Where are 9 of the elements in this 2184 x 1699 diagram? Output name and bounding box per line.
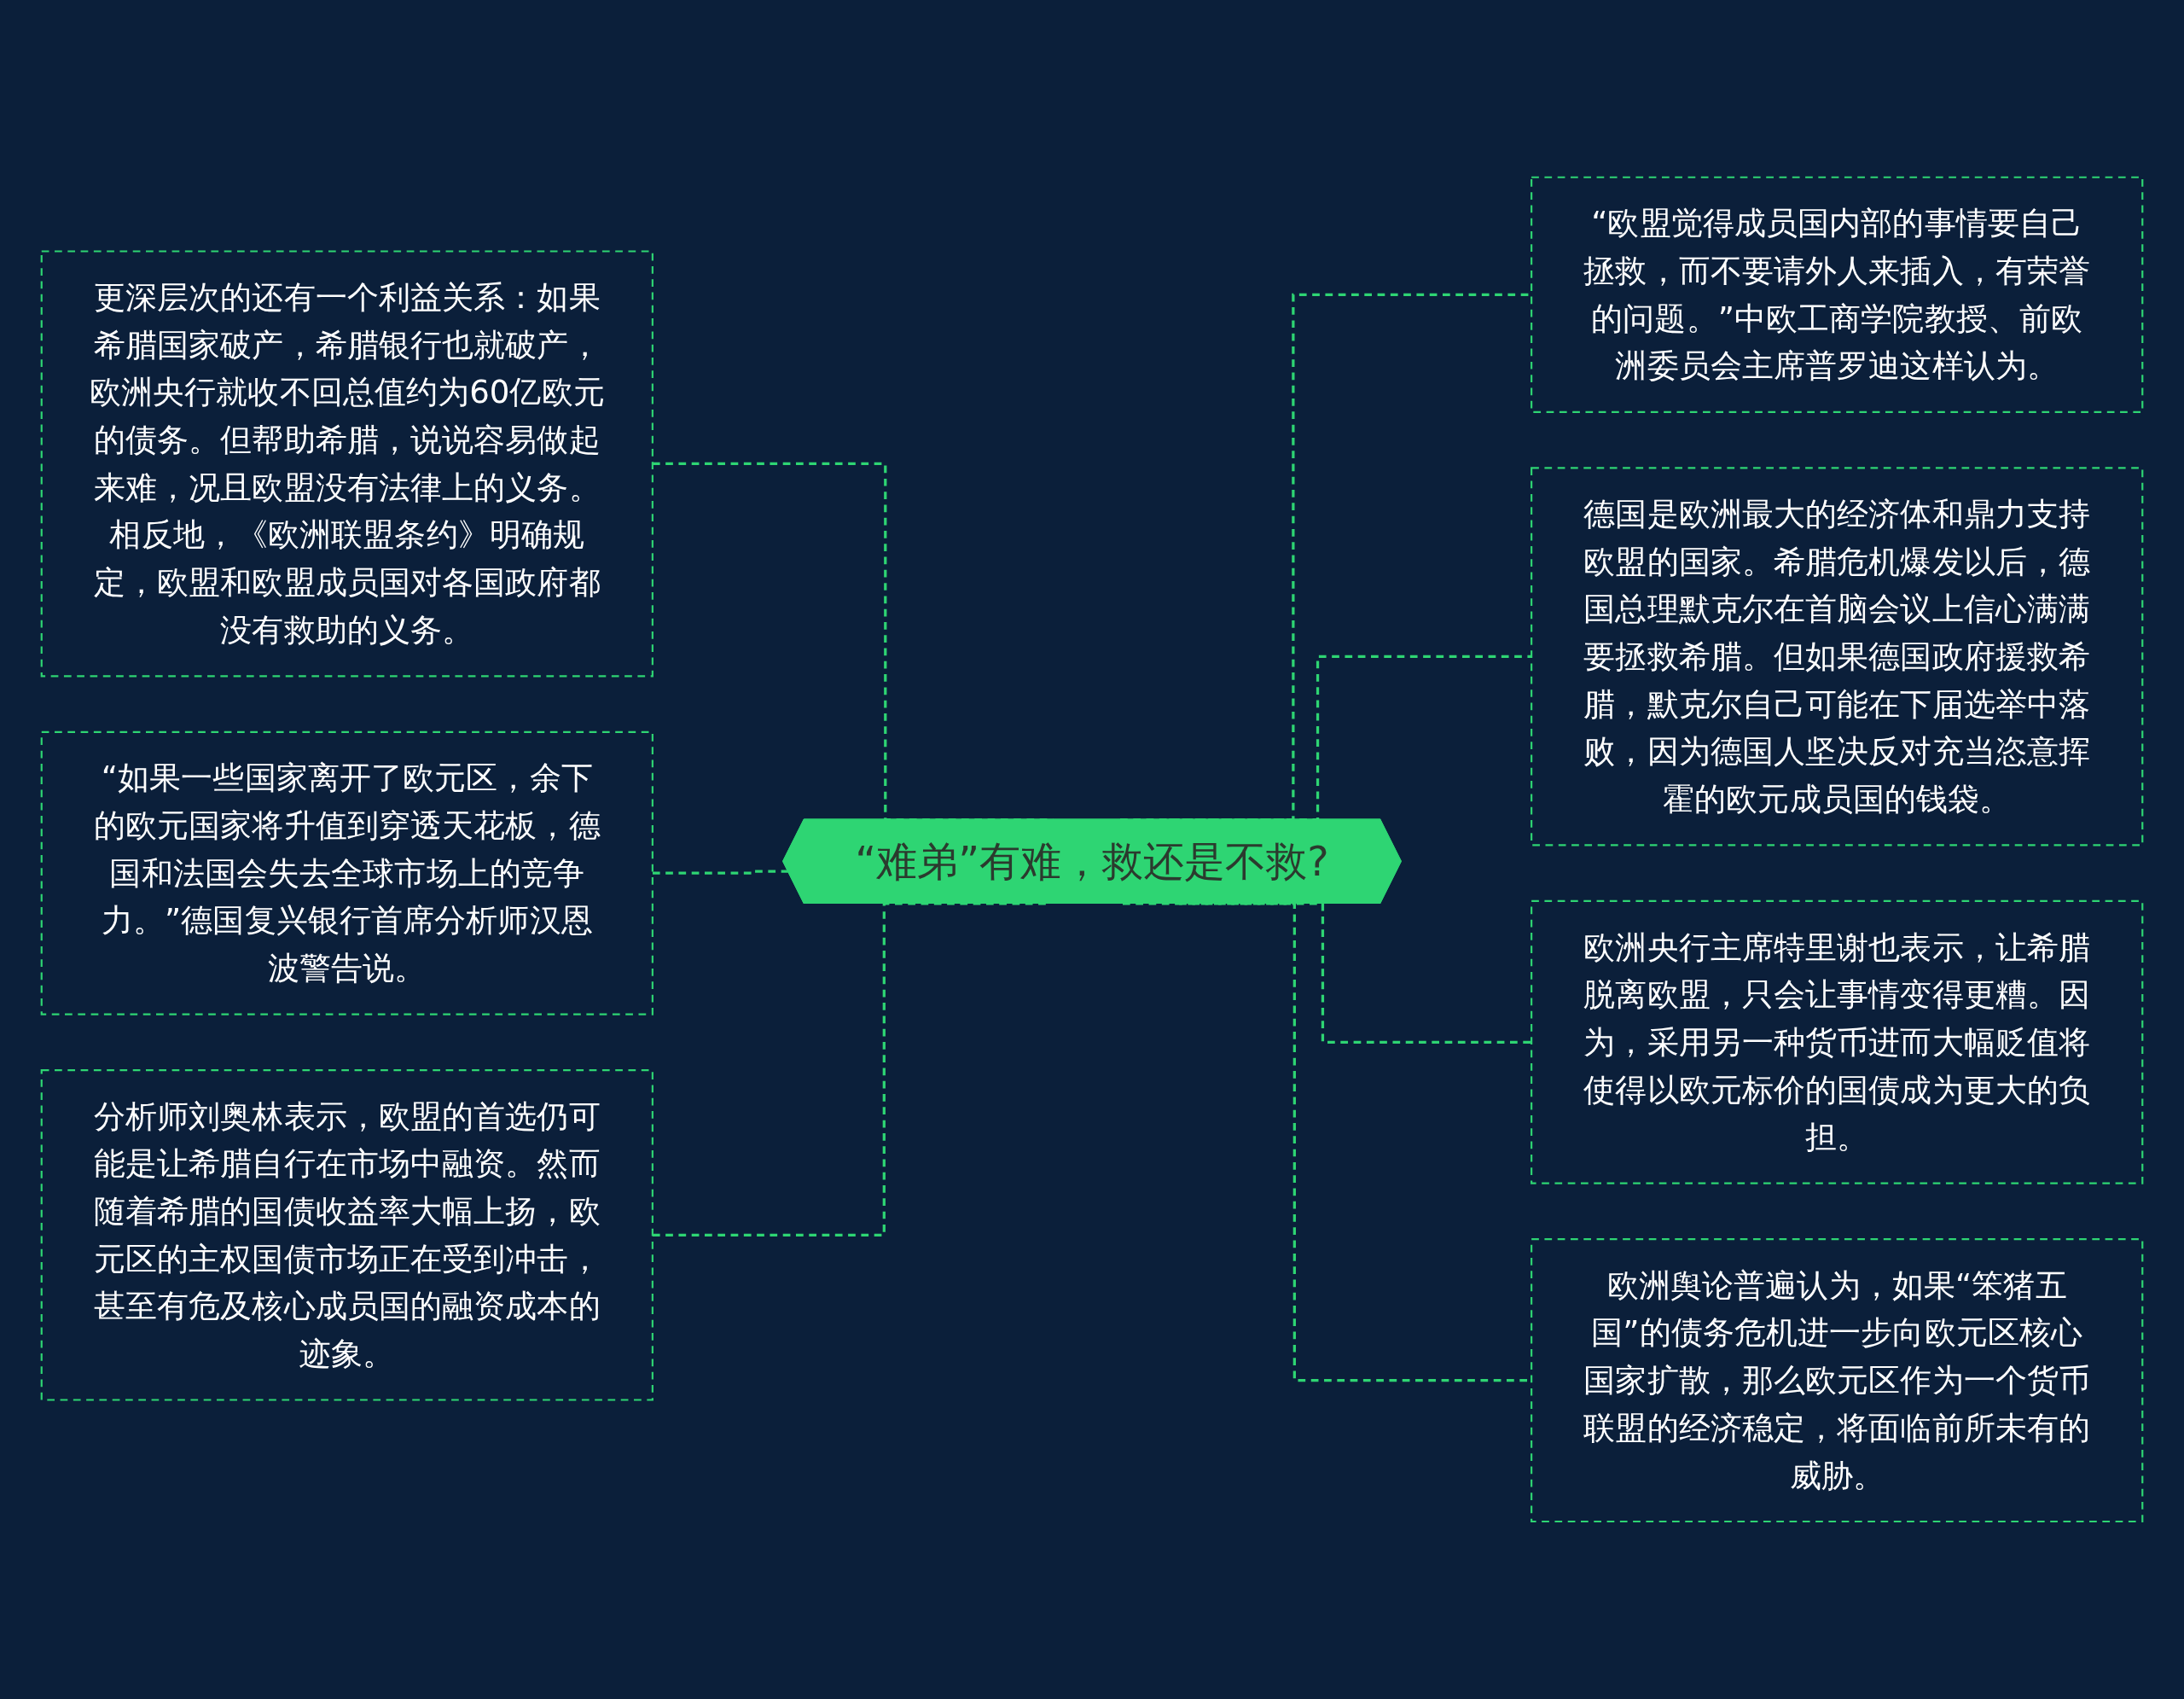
node-box: “如果一些国家离开了欧元区，余下的欧元国家将升值到穿透天花板，德国和法国会失去全球市场上的竞争力。”德国复兴银行首席分析师汉恩波警告说。: [40, 730, 653, 1015]
connector: [652, 870, 788, 875]
connector: [1122, 902, 1532, 1382]
node-box: 欧洲舆论普遍认为，如果“笨猪五国”的债务危机进一步向欧元区核心国家扩散，那么欧元区作为一个货币联盟的经济稳定，将面临前所未有的威胁。: [1531, 1238, 2144, 1523]
node-box: “欧盟觉得成员国内部的事情要自己拯救，而不要请外人来插入，有荣誉的问题。”中欧工商学院教授、前欧洲委员会主席普罗迪这样认为。: [1531, 176, 2144, 414]
node-box: 更深层次的还有一个利益关系：如果希腊国家破产，希腊银行也就破产，欧洲央行就收不回总值约为60亿欧元的债务。但帮助希腊，说说容易做起来难，况且欧盟没有法律上的义务。相反地，《欧洲联盟条约》明确规定，欧盟和欧盟成员国对各国政府都没有救助的义务。: [40, 250, 653, 678]
node-box: 德国是欧洲最大的经济体和鼎力支持欧盟的国家。希腊危机爆发以后，德国总理默克尔在首脑会议上信心满满要拯救希腊。但如果德国政府援救希腊，默克尔自己可能在下届选举中落败，因为德国人坚决反对充当恣意挥霍的欧元成员国的钱袋。: [1531, 467, 2144, 847]
node-box: 欧洲央行主席特里谢也表示，让希腊脱离欧盟，只会让事情变得更糟。因为，采用另一种货币进而大幅贬值将使得以欧元标价的国债成为更大的负担。: [1531, 900, 2144, 1184]
node-box: 分析师刘奥林表示，欧盟的首选仍可能是让希腊自行在市场中融资。然而随着希腊的国债收益率大幅上扬，欧元区的主权国债市场正在受到冲击，甚至有危及核心成员国的融资成本的迹象。: [40, 1069, 653, 1401]
